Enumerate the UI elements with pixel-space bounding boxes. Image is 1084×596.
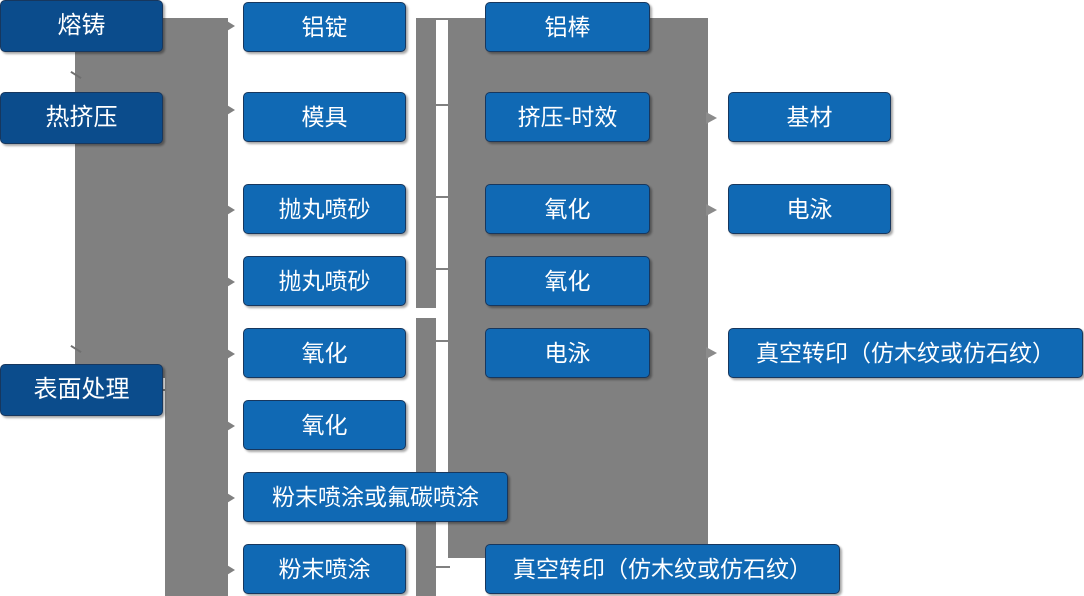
connector-rail-narrow-lower [416,318,436,596]
process-label: 粉末喷涂 [278,555,371,582]
process-box-shotblast-sandblast-2[interactable]: 抛丸喷砂 [243,256,406,306]
process-box-aluminum-ingot[interactable]: 铝锭 [243,2,406,52]
arrow-to-powder-coating [222,562,235,578]
process-label: 氧化 [301,411,348,438]
arrow-to-oxidation-2 [222,418,235,434]
process-label: 氧化 [544,195,591,222]
connector-stub-surface-treatment [163,389,177,391]
rung-3 [436,196,450,198]
process-box-electrophoresis-1[interactable]: 电泳 [485,328,650,378]
process-label: 抛丸喷砂 [278,267,371,294]
output-label: 基材 [786,103,833,130]
rung-5 [436,340,450,342]
stage-label: 表面处理 [33,376,130,404]
process-label: 模具 [301,103,348,130]
output-label: 电泳 [786,195,833,222]
arrow-to-oxidation-1 [222,346,235,362]
process-label: 氧化 [301,339,348,366]
output-box-electrophoresis[interactable]: 电泳 [728,184,891,234]
process-label: 粉末喷涂或氟碳喷涂 [272,483,479,510]
arrow-to-shotblast-1 [222,202,235,218]
stage-box-hot-extrusion[interactable]: 热挤压 [0,92,163,144]
stage-label: 熔铸 [57,12,106,40]
arrow-to-ingot [222,18,235,34]
process-label: 氧化 [544,267,591,294]
connector-rail-narrow [416,18,436,308]
process-box-vacuum-transfer-printing-1[interactable]: 真空转印（仿木纹或仿石纹） [485,544,840,594]
process-box-shotblast-sandblast-1[interactable]: 抛丸喷砂 [243,184,406,234]
process-box-mold[interactable]: 模具 [243,92,406,142]
rung-2 [436,104,450,106]
arrow-to-substrate [706,112,717,124]
connector-band-left-trunk [165,18,228,596]
stage-box-melting-casting[interactable]: 熔铸 [0,0,163,52]
rung-4 [436,268,450,270]
output-box-substrate[interactable]: 基材 [728,92,891,142]
process-label: 挤压-时效 [517,103,618,130]
process-box-powder-coating[interactable]: 粉末喷涂 [243,544,406,594]
process-box-extrusion-aging[interactable]: 挤压-时效 [485,92,650,142]
process-box-aluminum-rod[interactable]: 铝棒 [485,2,650,52]
process-label: 铝锭 [301,13,348,40]
rung-1 [436,18,450,20]
rung-6 [436,566,450,568]
process-box-oxidation-3[interactable]: 氧化 [485,184,650,234]
process-box-oxidation-1[interactable]: 氧化 [243,328,406,378]
process-label: 铝棒 [544,13,591,40]
arrow-to-shotblast-2 [222,274,235,290]
process-box-oxidation-2[interactable]: 氧化 [243,400,406,450]
arrow-to-vacuum-transfer [706,347,717,359]
stage-box-surface-treatment[interactable]: 表面处理 [0,364,163,416]
arrow-to-powder-fluorine [222,490,235,506]
stage-label: 热挤压 [45,104,118,132]
process-label: 抛丸喷砂 [278,195,371,222]
process-box-oxidation-4[interactable]: 氧化 [485,256,650,306]
arrow-to-mold [222,102,235,118]
process-label: 真空转印（仿木纹或仿石纹） [513,555,812,582]
output-box-vacuum-transfer-printing[interactable]: 真空转印（仿木纹或仿石纹） [728,328,1083,378]
output-label: 真空转印（仿木纹或仿石纹） [756,339,1055,366]
process-label: 电泳 [544,339,591,366]
arrow-to-electrophoresis [706,204,717,216]
process-box-powder-or-fluorocarbon-coating[interactable]: 粉末喷涂或氟碳喷涂 [243,472,508,522]
